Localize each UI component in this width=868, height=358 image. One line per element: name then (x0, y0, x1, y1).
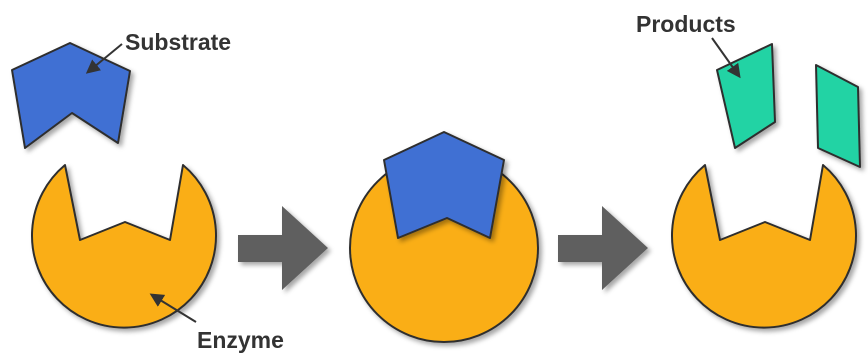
products-pointer (711, 37, 741, 79)
substrate-shape (11, 42, 131, 149)
product-right-shape (815, 64, 861, 168)
enzyme-pointer (149, 293, 197, 323)
reaction-arrow-2 (558, 206, 648, 290)
enzyme-shape-3 (671, 164, 857, 329)
enzyme-label: Enzyme (197, 327, 284, 353)
stage-3-products (671, 43, 861, 329)
bound-substrate-shape (383, 131, 505, 239)
reaction-arrow-1 (238, 206, 328, 290)
stage-1-separate (11, 42, 217, 329)
substrate-label: Substrate (125, 29, 231, 55)
enzyme-shape-1 (31, 164, 217, 329)
product-left-shape (716, 43, 776, 149)
stage-2-complex (349, 131, 539, 343)
substrate-pointer (85, 43, 123, 74)
products-label: Products (636, 11, 736, 37)
